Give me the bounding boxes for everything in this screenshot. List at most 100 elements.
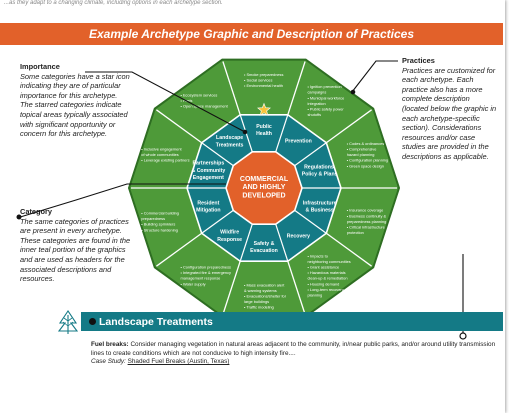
category-label: Landscape (216, 135, 243, 141)
practice-item: preparedness planning (347, 219, 387, 224)
practice-item: • Insurance coverage (347, 208, 384, 213)
practice-item: • Codes & ordinances (347, 141, 385, 146)
practice-item: • Housing demand (307, 281, 339, 286)
practice-item: • Smoke preparedness (244, 72, 283, 77)
practices-body: Practices are customized for each archet… (402, 65, 497, 161)
practice-item: shutoffs (307, 112, 321, 117)
practice-item: • Municipal workforce (307, 95, 344, 100)
category-label: & Community (192, 168, 226, 174)
practice-item: • Structure hardening (141, 227, 178, 232)
practice-item: planning (307, 292, 322, 297)
center-label: COMMERCIAL (240, 176, 289, 183)
section-banner: Example Archetype Graphic and Descriptio… (0, 23, 503, 45)
category-label: Resident (197, 200, 219, 206)
category-label: Safety & (254, 241, 275, 247)
category-label: Health (256, 131, 272, 137)
category-label: Mitigation (196, 208, 221, 214)
outer-divider (222, 261, 241, 315)
outer-divider (325, 232, 372, 267)
practice-item: clean-up & remediation (307, 276, 347, 281)
category-label: & Business (306, 208, 334, 214)
inner-divider (275, 223, 289, 262)
outer-divider (156, 109, 203, 144)
banner-title: Example Archetype Graphic and Descriptio… (89, 27, 414, 41)
category-label: Prevention (285, 139, 312, 145)
practice-item: protection (347, 230, 364, 235)
case-study-label: Case Study: (91, 358, 126, 366)
outer-divider (222, 61, 241, 115)
importance-callout: Importance Some categories have a star i… (20, 62, 132, 139)
inner-divider (294, 142, 327, 167)
practice-item: • Mass evacuation alert (244, 282, 285, 287)
practice-item: campaigns (307, 90, 326, 95)
top-text: ...as they adapt to a changing climate, … (4, 0, 223, 6)
practice-item: of whole communities (141, 152, 178, 157)
center-label: AND HIGHLY (243, 184, 286, 191)
outer-divider (325, 109, 372, 144)
practice-item: • Water supply (181, 281, 206, 286)
category-label: Partnerships (193, 161, 225, 167)
fuel-breaks-text: Consider managing vegetation in natural … (91, 341, 496, 357)
practice-item: • Traffic modeling (244, 305, 274, 310)
callout-dot (89, 318, 96, 325)
importance-body: Some categories have a star icon indicat… (20, 71, 130, 139)
practice-item: • Critical infrastructure (347, 224, 385, 229)
practices-callout: Practices Practices are customized for e… (402, 56, 498, 162)
practice-item: • Inclusive engagement (141, 147, 182, 152)
importance-title: Importance (20, 62, 60, 71)
case-study-link[interactable]: Shaded Fuel Breaks (Austin, Texas) (127, 358, 230, 366)
practice-item: management response (181, 276, 221, 281)
practice-item: • Configuration preparedness (181, 264, 232, 269)
practice-item: • Environmental health (244, 83, 283, 88)
practice-item: hazard planning (347, 152, 375, 157)
practice-item: • Ignition prevention (307, 84, 341, 89)
practice-item: integration (307, 101, 325, 106)
importance-star-icon (257, 102, 271, 116)
inner-divider (275, 114, 289, 153)
landscape-treatments-title: Landscape Treatments (99, 315, 213, 328)
practice-item: • Hazardous materials (307, 270, 345, 275)
practice-item: • Leverage existing partners (141, 158, 189, 163)
practice-item: neighboring communities (307, 259, 350, 264)
practice-item: • Impacts to (307, 253, 327, 258)
practice-item: • Open space management (181, 104, 229, 109)
practice-item: large buildings (244, 299, 269, 304)
category-title: Category (20, 207, 53, 216)
practice-item: • Evacuations/shelter for (244, 294, 287, 299)
center-decagon (225, 151, 303, 225)
practice-item: • Public safety power (307, 107, 344, 112)
center-label: DEVELOPED (242, 192, 285, 199)
category-label: Recovery (287, 233, 310, 239)
practice-item: preparedness (141, 216, 165, 221)
outer-divider (287, 61, 306, 115)
practice-item: • Long-term recovery (307, 287, 343, 292)
landscape-tree-icon (57, 310, 79, 334)
practice-item: • Configuration planning (347, 158, 388, 163)
practices-title: Practices (402, 56, 435, 65)
outer-divider (287, 261, 306, 315)
category-label: Regulations, (304, 164, 336, 170)
practice-item: & warning systems (244, 288, 277, 293)
category-label: Evacuation (250, 248, 278, 254)
inner-divider (201, 209, 234, 234)
category-label: Engagement (193, 175, 224, 181)
landscape-treatments-header: Landscape Treatments (81, 312, 503, 331)
inner-divider (201, 142, 234, 167)
fuel-breaks-description: Fuel breaks: Consider managing vegetatio… (91, 341, 501, 367)
practice-item: • Ecosystem services (181, 93, 218, 98)
practice-item: • Comprehensive (347, 147, 377, 152)
category-label: Treatments (216, 142, 244, 148)
fuel-breaks-label: Fuel breaks: (91, 341, 129, 348)
practice-item: • Green space design (347, 163, 384, 168)
category-body: The same categories of practices are pre… (20, 216, 131, 284)
practice-item: • Commercial building (141, 210, 179, 215)
practice-item: • Business continuity & (347, 213, 387, 218)
category-label: Wildfire (220, 230, 239, 236)
category-label: Policy & Plans (302, 172, 338, 178)
outer-divider (156, 232, 203, 267)
category-label: Response (217, 237, 242, 243)
category-label: Public (256, 124, 272, 130)
practice-item: • Social services (244, 78, 272, 83)
practice-item: • Building sprinklers (141, 222, 175, 227)
